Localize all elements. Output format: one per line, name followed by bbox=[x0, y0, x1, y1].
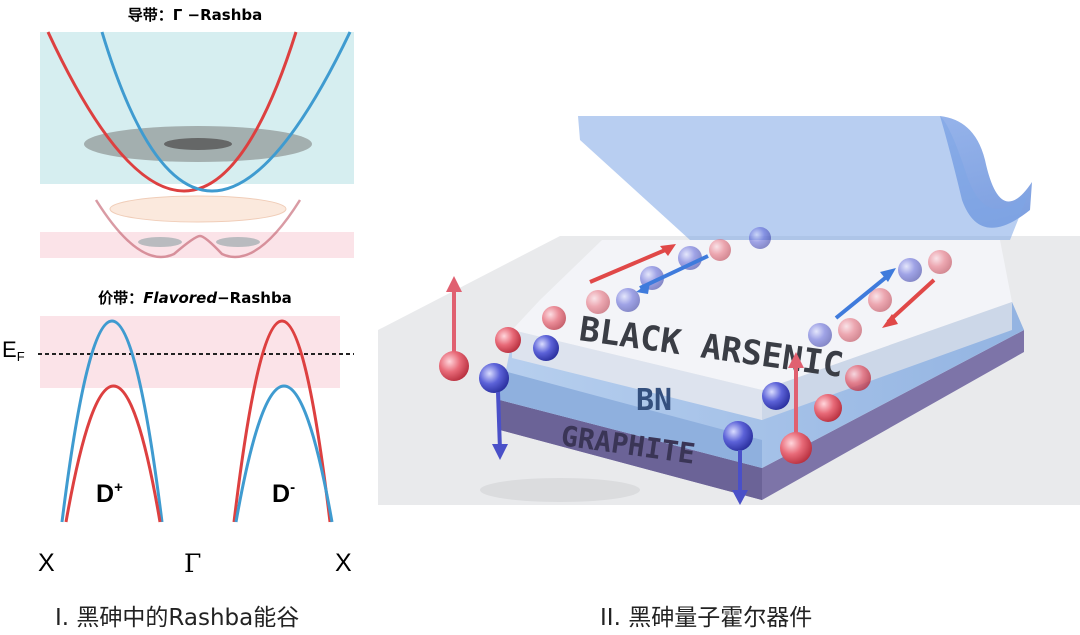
spin-up-right bbox=[780, 352, 812, 464]
black-arsenic-side bbox=[762, 302, 1012, 420]
spin-down-left bbox=[479, 363, 509, 460]
top-gate-sheet bbox=[578, 116, 1030, 240]
spin-down-center bbox=[723, 421, 753, 505]
valley-ellipse-left bbox=[138, 237, 182, 247]
gap-band-curve bbox=[94, 199, 302, 259]
caption-left: I. 黑砷中的Rashba能谷 bbox=[55, 605, 300, 631]
k-point-x-right: X bbox=[335, 549, 352, 577]
conduction-band-red bbox=[46, 31, 298, 193]
valence-band-dminus-blue bbox=[234, 384, 334, 523]
electron-red-right-2 bbox=[845, 365, 871, 391]
arrow-red-left bbox=[589, 246, 671, 284]
valence-band-title: 价带：Flavored−Rashba bbox=[98, 289, 292, 307]
electron-red-faint bbox=[542, 306, 566, 330]
arrow-red-right bbox=[886, 278, 936, 324]
fermi-ellipse-inner bbox=[164, 138, 232, 150]
graphite-front bbox=[500, 400, 762, 500]
valence-band-dminus-red bbox=[232, 319, 332, 523]
conduction-band-blue bbox=[100, 31, 352, 193]
electron-red-right bbox=[814, 394, 842, 422]
valence-band-dplus-red bbox=[64, 384, 162, 523]
device-illustration: BLACK ARSENIC BN GRAPHITE bbox=[378, 116, 1080, 505]
black-arsenic-front bbox=[512, 330, 762, 420]
arrow-blue-left bbox=[639, 254, 709, 290]
conduction-band-title: 导带：Γ −Rashba bbox=[127, 6, 263, 24]
electron-blue bbox=[533, 335, 559, 361]
k-point-gamma: Γ bbox=[184, 549, 202, 578]
electron-red bbox=[495, 327, 521, 353]
label-bn: BN bbox=[636, 383, 672, 418]
band-structure-diagram bbox=[38, 31, 354, 523]
valence-band-dplus-blue bbox=[60, 319, 164, 523]
electron-blue-right bbox=[762, 382, 790, 410]
k-point-x-left: X bbox=[38, 549, 55, 577]
bn-front bbox=[500, 370, 762, 468]
valley-ellipse-right bbox=[216, 237, 260, 247]
edge-channel-back bbox=[586, 227, 952, 347]
caption-right: II. 黑砷量子霍尔器件 bbox=[600, 605, 813, 631]
spin-up-left bbox=[439, 276, 469, 381]
valley-dminus-label: D- bbox=[272, 479, 296, 508]
gap-ellipse bbox=[109, 195, 287, 223]
fermi-level-label: EF bbox=[2, 337, 25, 364]
shadow bbox=[480, 478, 640, 502]
valley-dplus-label: D+ bbox=[96, 479, 123, 508]
arrow-blue-right bbox=[834, 272, 892, 320]
